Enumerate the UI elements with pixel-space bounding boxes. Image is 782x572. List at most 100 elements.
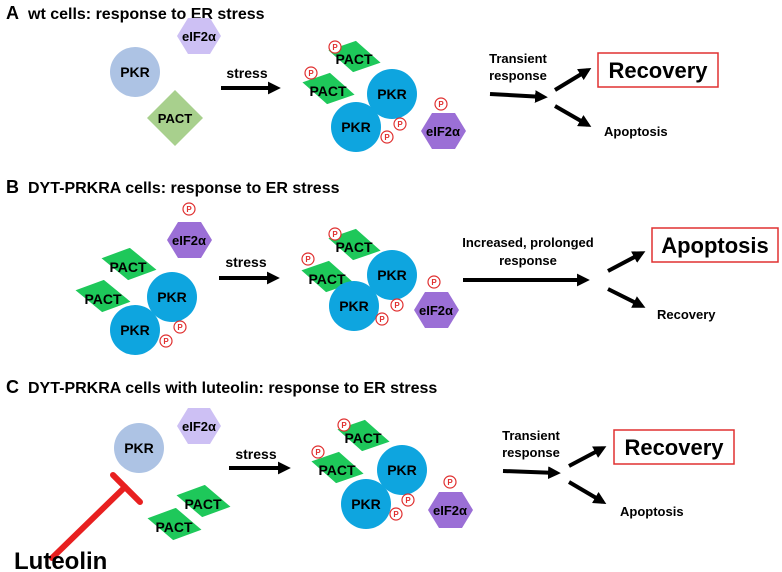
svg-text:P: P bbox=[341, 421, 347, 430]
svg-text:P: P bbox=[393, 510, 399, 519]
svg-text:PKR: PKR bbox=[377, 267, 407, 283]
panel-a-major-outcome: Recovery bbox=[608, 58, 708, 83]
panel-b-active-eif2a: eIF2α P bbox=[414, 275, 459, 328]
panel-c-minor-outcome: Apoptosis bbox=[620, 504, 684, 519]
panel-a-active-complex: PACT PACT PKR PKR bbox=[299, 39, 417, 152]
svg-text:PKR: PKR bbox=[387, 462, 417, 478]
panel-b-response-line-1: Increased, prolonged bbox=[462, 235, 594, 250]
panel-c-response-line-1: Transient bbox=[502, 428, 560, 443]
svg-text:PKR: PKR bbox=[120, 64, 150, 80]
panel-b-title: DYT-PRKRA cells: response to ER stress bbox=[28, 180, 340, 197]
panel-b-major-outcome: Apoptosis bbox=[661, 233, 769, 258]
panel-c-response-arrow bbox=[502, 466, 561, 480]
panel-c-title: DYT-PRKRA cells with luteolin: response … bbox=[28, 380, 437, 397]
svg-text:PACT: PACT bbox=[184, 496, 222, 512]
svg-text:PACT: PACT bbox=[344, 430, 382, 446]
panel-a-title: wt cells: response to ER stress bbox=[27, 6, 265, 23]
svg-text:eIF2α: eIF2α bbox=[419, 303, 453, 318]
panel-b-active-complex: PACT PACT PKR PKR bbox=[298, 227, 417, 331]
panel-b-phospho-group: P P P P bbox=[301, 227, 404, 326]
panel-b-minor-arrow bbox=[607, 287, 646, 308]
svg-text:eIF2α: eIF2α bbox=[182, 29, 216, 44]
inhibition-symbol bbox=[49, 472, 143, 561]
svg-text:P: P bbox=[394, 301, 400, 310]
panel-c-major-outcome: Recovery bbox=[624, 435, 724, 460]
svg-text:P: P bbox=[405, 496, 411, 505]
svg-text:PKR: PKR bbox=[351, 496, 381, 512]
svg-text:P: P bbox=[431, 278, 437, 287]
svg-text:PKR: PKR bbox=[157, 289, 187, 305]
panel-c-phospho-group: P P P P bbox=[311, 418, 415, 521]
svg-text:PACT: PACT bbox=[308, 271, 346, 287]
panel-a-inactive-pact: PACT bbox=[147, 90, 203, 146]
panel-c: C DYT-PRKRA cells with luteolin: respons… bbox=[6, 377, 735, 572]
panel-a-inactive-pkr: PKR bbox=[110, 47, 160, 97]
panel-b: B DYT-PRKRA cells: response to ER stress… bbox=[6, 177, 779, 355]
panel-c-inactive-pact-dimer: PACT PACT bbox=[144, 483, 234, 542]
panel-a-phospho-group: P P P P bbox=[304, 40, 407, 144]
panel-b-preformed-complex: PACT PACT PKR PKR P P bbox=[72, 246, 197, 355]
svg-text:PACT: PACT bbox=[318, 462, 356, 478]
panel-a-letter: A bbox=[6, 3, 19, 23]
panel-c-minor-arrow bbox=[567, 480, 607, 504]
panel-b-major-arrow bbox=[607, 251, 646, 273]
svg-text:PKR: PKR bbox=[377, 86, 407, 102]
panel-c-major-arrow bbox=[568, 446, 607, 468]
svg-text:PKR: PKR bbox=[339, 298, 369, 314]
panel-c-active-complex: PACT PACT PKR PKR bbox=[308, 418, 427, 529]
panel-a-response-arrow bbox=[489, 90, 548, 103]
panel-c-inactive-pkr: PKR bbox=[114, 423, 164, 473]
panel-c-major-outcome-box bbox=[613, 429, 735, 465]
panel-a-response-line-2: response bbox=[489, 68, 547, 83]
svg-text:P: P bbox=[332, 230, 338, 239]
svg-text:P: P bbox=[438, 100, 444, 109]
panel-a-minor-outcome: Apoptosis bbox=[604, 124, 668, 139]
panel-a-major-arrow bbox=[553, 68, 592, 92]
panel-a-minor-arrow bbox=[554, 104, 592, 127]
panel-a-response-line-1: Transient bbox=[489, 51, 547, 66]
panel-a-major-outcome-box bbox=[597, 52, 719, 88]
panel-b-response-line-2: response bbox=[499, 253, 557, 268]
panel-b-preformed-eif2a: eIF2α P bbox=[167, 202, 212, 258]
svg-text:P: P bbox=[177, 323, 183, 332]
panel-c-inactive-eif2a: eIF2α bbox=[177, 408, 221, 444]
svg-text:eIF2α: eIF2α bbox=[426, 124, 460, 139]
panel-b-major-outcome-box bbox=[651, 227, 779, 263]
svg-text:P: P bbox=[163, 337, 169, 346]
svg-text:PACT: PACT bbox=[84, 291, 122, 307]
panel-c-letter: C bbox=[6, 377, 19, 397]
svg-text:PACT: PACT bbox=[109, 259, 147, 275]
svg-text:PKR: PKR bbox=[120, 322, 150, 338]
panel-b-stress-label: stress bbox=[225, 254, 266, 270]
svg-text:PACT: PACT bbox=[335, 51, 373, 67]
inhibitor-label: Luteolin bbox=[14, 548, 107, 572]
svg-text:P: P bbox=[308, 69, 314, 78]
svg-text:PACT: PACT bbox=[158, 111, 192, 126]
svg-text:eIF2α: eIF2α bbox=[433, 503, 467, 518]
panel-c-active-eif2a: eIF2α P bbox=[428, 475, 473, 528]
svg-text:eIF2α: eIF2α bbox=[172, 233, 206, 248]
svg-text:P: P bbox=[315, 448, 321, 457]
svg-text:PACT: PACT bbox=[335, 239, 373, 255]
panel-a: A wt cells: response to ER stress PKR eI… bbox=[6, 3, 719, 152]
svg-text:P: P bbox=[397, 120, 403, 129]
svg-text:P: P bbox=[384, 133, 390, 142]
svg-text:PACT: PACT bbox=[155, 519, 193, 535]
panel-a-active-eif2a: eIF2α P bbox=[421, 97, 466, 149]
svg-text:P: P bbox=[447, 478, 453, 487]
svg-text:eIF2α: eIF2α bbox=[182, 419, 216, 434]
panel-c-response-line-2: response bbox=[502, 445, 560, 460]
panel-c-stress-label: stress bbox=[235, 446, 276, 462]
svg-text:P: P bbox=[379, 315, 385, 324]
svg-text:P: P bbox=[332, 43, 338, 52]
svg-text:PACT: PACT bbox=[309, 83, 347, 99]
panel-b-letter: B bbox=[6, 177, 19, 197]
panel-a-inactive-eif2a: eIF2α bbox=[177, 18, 221, 54]
svg-text:P: P bbox=[186, 205, 192, 214]
panel-a-stress-label: stress bbox=[226, 65, 267, 81]
svg-text:PKR: PKR bbox=[341, 119, 371, 135]
svg-text:P: P bbox=[305, 255, 311, 264]
svg-text:PKR: PKR bbox=[124, 440, 154, 456]
panel-b-minor-outcome: Recovery bbox=[657, 307, 716, 322]
